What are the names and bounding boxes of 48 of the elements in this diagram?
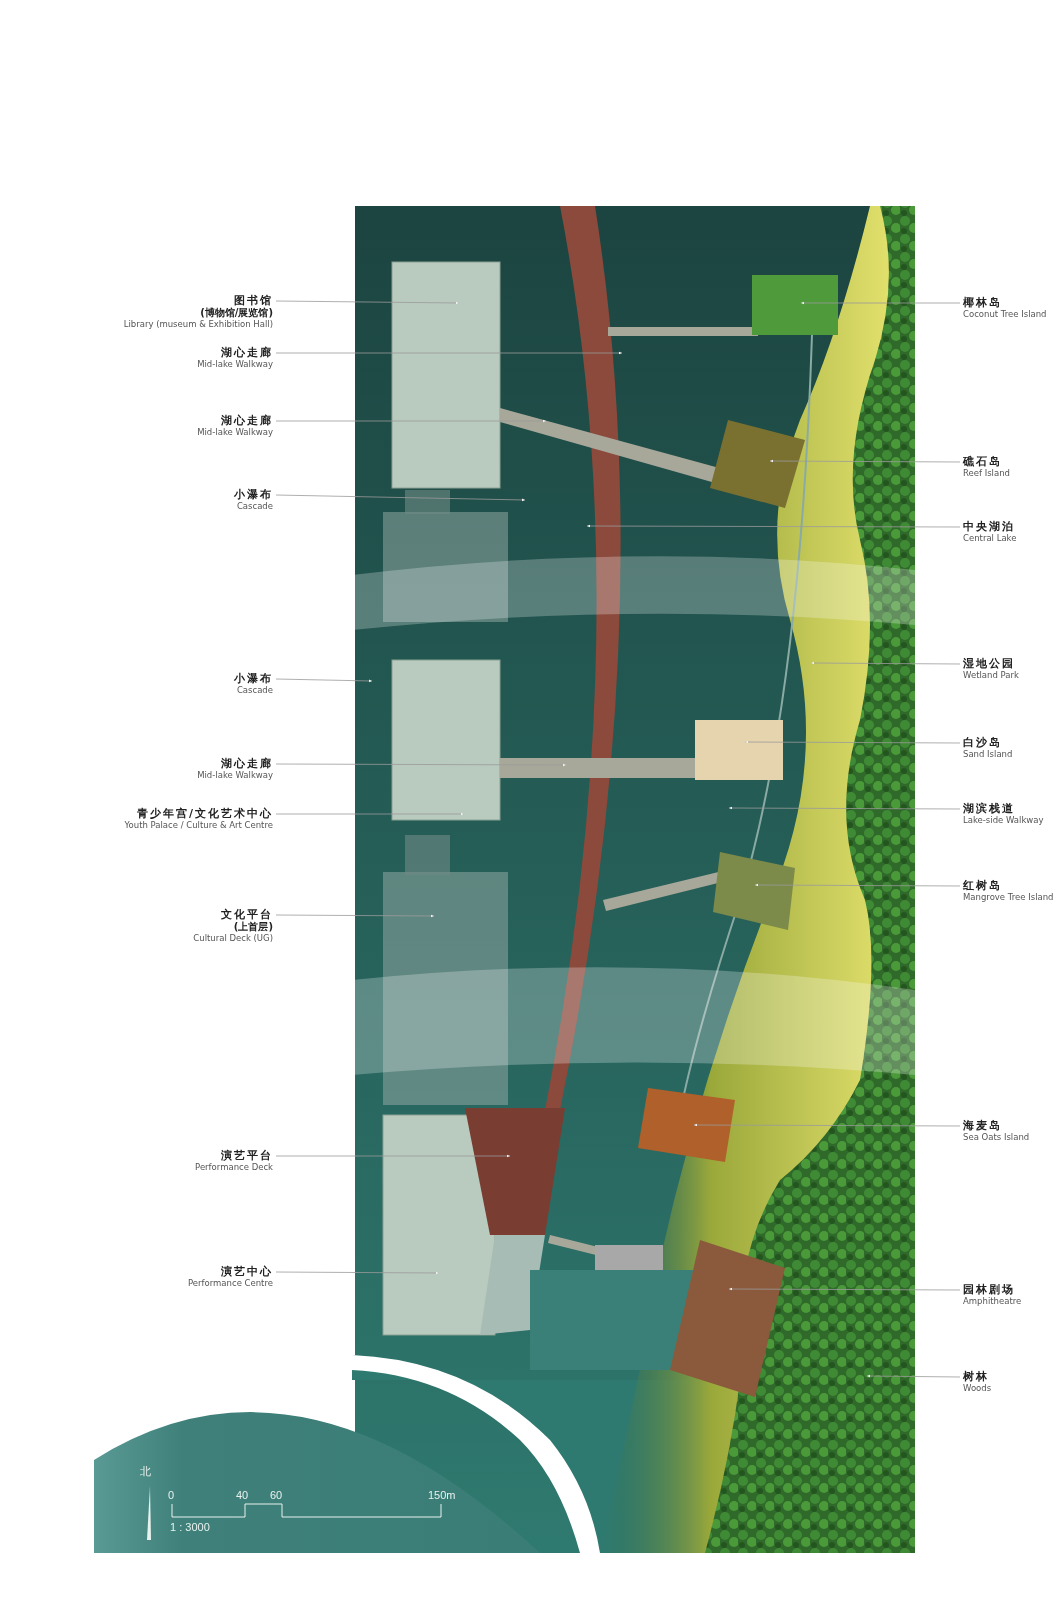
callout-title: 演艺中心 <box>221 1265 273 1278</box>
callout-caption: Sand Island <box>963 749 1013 759</box>
callout-subtitle: (上首层) <box>233 921 273 933</box>
callout-title: 湿地公园 <box>963 657 1015 670</box>
callout-caption: Cascade <box>236 685 273 695</box>
north-label: 北 <box>140 1464 151 1479</box>
callout-caption: Woods <box>963 1383 992 1393</box>
callout-title: 演艺平台 <box>221 1149 273 1162</box>
callout-caption: Sea Oats Island <box>963 1132 1030 1142</box>
callout-caption: Performance Centre <box>188 1278 273 1288</box>
callout-title: 小瀑布 <box>234 672 273 685</box>
scale-number: 60 <box>270 1489 283 1501</box>
callout-title: 礁石岛 <box>963 455 1002 468</box>
callout-caption: Mid-lake Walkway <box>197 359 273 369</box>
scale-number: 150m <box>428 1489 456 1501</box>
callout-title: 中央湖泊 <box>963 520 1015 533</box>
callout-caption: Central Lake <box>963 533 1017 543</box>
callout-title: 白沙岛 <box>963 736 1002 749</box>
callout-caption: Library (museum & Exhibition Hall) <box>123 319 273 329</box>
scale-number: 0 <box>168 1489 175 1501</box>
scale-ratio: 1 : 3000 <box>170 1521 210 1533</box>
callout-caption: Mid-lake Walkway <box>197 427 273 437</box>
callout-title: 湖心走廊 <box>221 414 273 427</box>
callout-title: 椰林岛 <box>963 296 1002 309</box>
callout-caption: Reef Island <box>963 468 1010 478</box>
callout-caption: Mid-lake Walkway <box>197 770 273 780</box>
callout-caption: Youth Palace / Culture & Art Centre <box>124 820 273 830</box>
callout-caption: Lake-side Walkway <box>963 815 1044 825</box>
callout-caption: Cultural Deck (UG) <box>193 933 273 943</box>
callout-title: 湖心走廊 <box>221 346 273 359</box>
callout-caption: Cascade <box>236 501 273 511</box>
scale-number: 40 <box>236 1489 249 1501</box>
callout-title: 树林 <box>963 1370 989 1383</box>
callout-subtitle: (博物馆/展览馆) <box>200 307 273 319</box>
callout-title: 图书馆 <box>234 294 273 307</box>
callout-title: 红树岛 <box>963 879 1002 892</box>
callout-title: 文化平台 <box>221 908 273 921</box>
callout-title: 青少年宫/文化艺术中心 <box>136 807 273 820</box>
callout-caption: Mangrove Tree Island <box>963 892 1054 902</box>
callout-title: 湖心走廊 <box>221 757 273 770</box>
callout-title: 海麦岛 <box>963 1119 1002 1132</box>
callout-title: 园林剧场 <box>963 1283 1015 1296</box>
callout-caption: Amphitheatre <box>963 1296 1022 1306</box>
callout-title: 湖滨栈道 <box>963 802 1015 815</box>
callout-title: 小瀑布 <box>234 488 273 501</box>
callout-caption: Coconut Tree Island <box>963 309 1047 319</box>
callout-caption: Wetland Park <box>963 670 1019 680</box>
callout-caption: Performance Deck <box>195 1162 273 1172</box>
